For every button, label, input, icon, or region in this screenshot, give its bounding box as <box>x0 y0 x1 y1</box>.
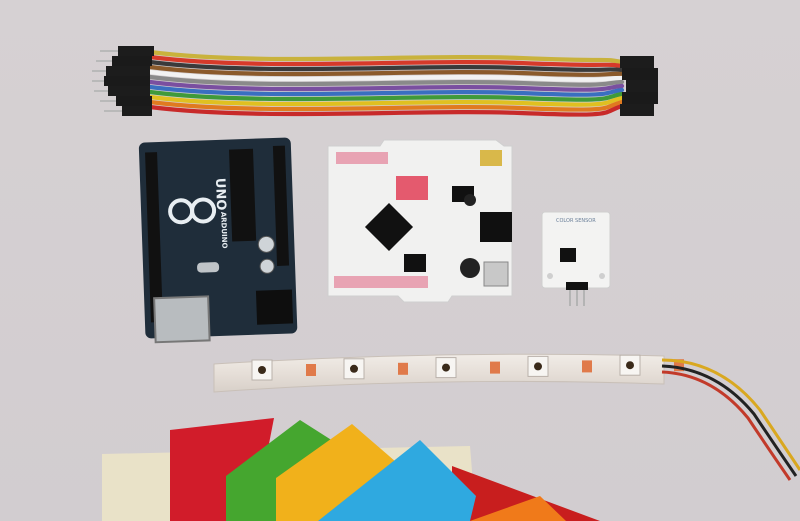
paper-blue <box>318 440 476 521</box>
sensor-pin-header <box>566 282 588 290</box>
paper-orange <box>470 496 566 521</box>
jumper-wire <box>147 89 625 102</box>
capacitor-shield <box>464 194 476 206</box>
shield-chip-small <box>404 254 426 272</box>
led-strip <box>213 353 800 481</box>
arduino-chip <box>228 148 257 242</box>
led-die <box>626 361 634 370</box>
resistor <box>306 364 316 376</box>
shield-header-bottom <box>334 276 428 288</box>
sensor-label: COLOR SENSOR <box>556 218 596 224</box>
led-group <box>251 354 684 381</box>
jumper-wire <box>147 59 625 73</box>
paper-red-right <box>452 466 600 521</box>
shield-board <box>327 139 513 303</box>
led-die <box>350 364 358 373</box>
mount-hole <box>599 273 605 279</box>
dip-switch <box>396 176 428 200</box>
jumper-wire <box>147 103 625 117</box>
jumper-wire <box>147 54 625 69</box>
jumper-wire <box>147 84 625 97</box>
shield-chip <box>364 202 414 252</box>
arduino-pcb <box>138 137 298 339</box>
left-pin-headers <box>92 46 154 116</box>
color-sensor-module: COLOR SENSOR <box>541 211 611 306</box>
push-button <box>483 261 509 287</box>
resistor <box>490 361 500 374</box>
jumper-wire <box>147 74 625 87</box>
mount-hole <box>547 273 553 279</box>
potentiometer <box>460 258 480 278</box>
capacitor <box>257 235 275 253</box>
crystal <box>197 262 220 273</box>
jumper-wires <box>147 49 625 117</box>
strip-cable <box>661 358 800 471</box>
usb-connector <box>153 295 211 344</box>
capacitor <box>259 258 275 274</box>
led-die <box>534 362 542 371</box>
strip-cable <box>661 364 798 477</box>
arduino-label-uno: UNO <box>212 178 228 211</box>
arduino-header-right <box>272 145 290 266</box>
resistor <box>398 362 408 375</box>
jumper-wire <box>147 94 625 107</box>
jumper-wire <box>147 99 625 112</box>
power-jack <box>255 289 294 325</box>
paper-cards <box>102 418 600 521</box>
strip-cable <box>661 370 792 481</box>
jumper-wire <box>147 64 625 77</box>
arduino-label-brand: ARDUINO <box>219 212 228 249</box>
led-die <box>442 363 450 372</box>
jumper-wire <box>147 79 625 92</box>
sensor-chip <box>560 248 576 262</box>
mini-usb-port <box>480 150 502 166</box>
arduino-logo-icon <box>168 197 217 225</box>
led-die <box>258 366 266 374</box>
jumper-cable <box>92 46 658 117</box>
power-jack-shield <box>480 212 512 242</box>
arduino-header-left <box>145 152 163 323</box>
resistor <box>674 359 684 372</box>
shield-header-top <box>336 152 388 164</box>
jumper-wire <box>147 69 625 82</box>
jumper-wire <box>147 49 625 65</box>
resistor <box>582 360 592 373</box>
arduino-board: UNO ARDUINO <box>138 137 298 344</box>
right-pin-headers <box>620 56 658 116</box>
